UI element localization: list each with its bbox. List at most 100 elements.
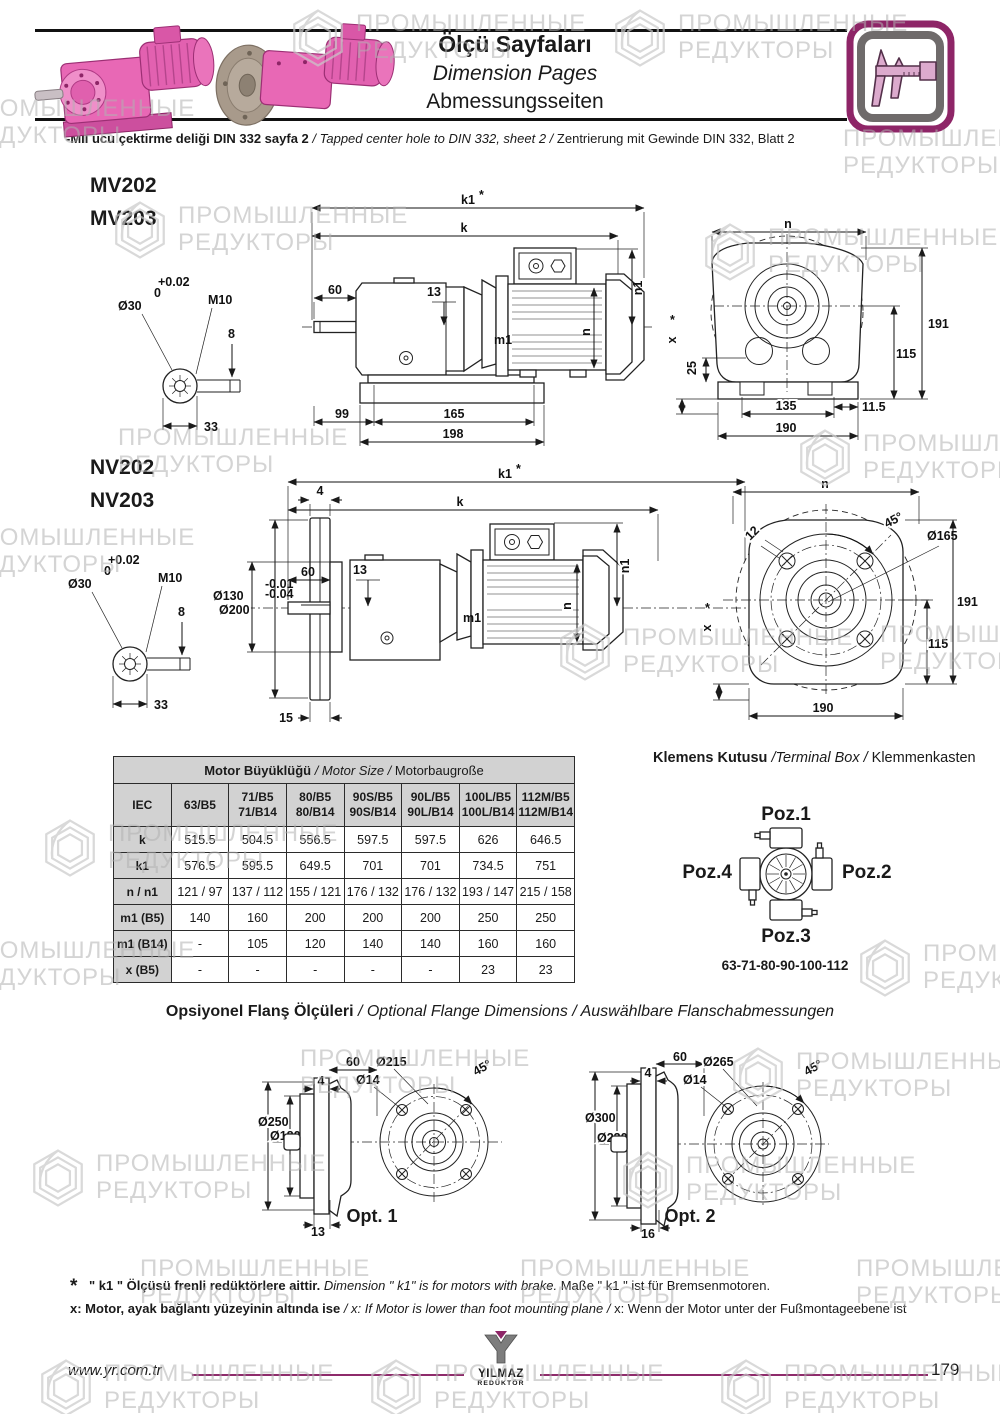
table-title-en: / Motor Size / bbox=[311, 762, 395, 778]
dim-label: 60 bbox=[301, 565, 315, 579]
din-note-en: / Tapped center hole to DIN 332, sheet 2… bbox=[312, 131, 554, 146]
terminal-box-sizes: 63-71-80-90-100-112 bbox=[721, 958, 849, 973]
nv-side-view-drawing: k1 * k Ø200 -0.01 -0.04 Ø130 4 60 13 m1 … bbox=[211, 462, 750, 725]
dim-label: 60 bbox=[346, 1055, 360, 1069]
cell: 597.5 bbox=[401, 826, 460, 853]
dim-label: 8 bbox=[228, 327, 235, 341]
dim-label-n: n bbox=[560, 602, 574, 610]
cell: 176 / 132 bbox=[343, 878, 403, 905]
footer-rule-right bbox=[540, 1374, 928, 1376]
hexagon-watermark-icon bbox=[716, 1358, 776, 1414]
dim-label: 190 bbox=[776, 421, 797, 435]
row-label: x (B5) bbox=[113, 956, 172, 983]
poz4-label: Poz.4 bbox=[682, 862, 732, 883]
dim-label: 165 bbox=[444, 407, 465, 421]
dim-label: 0 bbox=[154, 286, 161, 300]
dim-label: Ø30 bbox=[118, 299, 142, 313]
row-label: k1 bbox=[113, 852, 172, 879]
dim-label: +0.02 bbox=[158, 275, 190, 289]
asterisk: * bbox=[70, 1276, 78, 1297]
cell: 626 bbox=[458, 826, 518, 853]
dim-label: 60 bbox=[673, 1050, 687, 1064]
dim-label: 191 bbox=[928, 317, 949, 331]
cell: 160 bbox=[516, 930, 575, 957]
terminal-box-heading: Klemens Kutusu /Terminal Box / Klemmenka… bbox=[653, 750, 976, 766]
cell: - bbox=[343, 956, 403, 983]
cell: 160 bbox=[458, 930, 518, 957]
dim-label-star: * bbox=[705, 601, 710, 615]
cell: 140 bbox=[170, 904, 230, 931]
table-title-tr: Motor Büyüklüğü bbox=[204, 762, 312, 778]
dim-label: 4 bbox=[317, 484, 324, 498]
model-nv203: NV203 bbox=[90, 488, 155, 512]
footnote-k1-en: Dimension " k1" is for motors with brake… bbox=[323, 1278, 558, 1293]
dim-label-k1: k1 bbox=[461, 193, 475, 207]
dim-label: Ø265 bbox=[703, 1055, 734, 1069]
dim-label: Ø250 bbox=[258, 1115, 289, 1129]
dim-label: 25 bbox=[685, 361, 699, 375]
dim-label: 33 bbox=[204, 420, 218, 434]
dim-label: 135 bbox=[776, 399, 797, 413]
dim-label: Ø200 bbox=[219, 603, 250, 617]
cell: - bbox=[170, 930, 230, 957]
dim-label: Ø14 bbox=[356, 1073, 380, 1087]
cell: 751 bbox=[516, 852, 575, 879]
dim-label: 13 bbox=[353, 563, 367, 577]
nv-end-view-drawing: n 45° 12 Ø165 x * 191 115 190 bbox=[700, 477, 980, 720]
dim-label-k: k bbox=[461, 221, 468, 235]
dim-label: 16 bbox=[641, 1227, 655, 1241]
yilmaz-logo-icon bbox=[484, 1331, 518, 1364]
page-number: 179 bbox=[931, 1360, 960, 1379]
cell: 155 / 121 bbox=[285, 878, 345, 905]
terminal-box-diagram bbox=[739, 827, 833, 921]
dim-label: Ø30 bbox=[68, 577, 92, 591]
dim-label: M10 bbox=[208, 293, 232, 307]
dim-label: 191 bbox=[957, 595, 978, 609]
poz2-label: Poz.2 bbox=[842, 862, 892, 883]
table-row: x (B5) -- -- -23 23 bbox=[113, 956, 575, 983]
motor-size-table: Motor Büyüklüğü / Motor Size / Motorbaug… bbox=[113, 756, 575, 983]
footnote-k1: * " k1 " Ölçüsü frenli redüktörlere aitt… bbox=[70, 1276, 770, 1298]
mv-model-heading: MV202 MV203 bbox=[90, 170, 157, 235]
page-title-de: Abmessungsseiten bbox=[426, 90, 604, 113]
opt1-label: Opt. 1 bbox=[346, 1206, 398, 1226]
hexagon-watermark-icon bbox=[40, 818, 100, 878]
dim-label: Ø130 bbox=[213, 589, 244, 603]
cell: 137 / 112 bbox=[228, 878, 287, 905]
cell: 105 bbox=[228, 930, 287, 957]
dim-label: +0.02 bbox=[108, 553, 140, 567]
cell: 160 bbox=[228, 904, 287, 931]
hexagon-watermark-icon bbox=[366, 1358, 426, 1414]
row-label: m1 (B14) bbox=[113, 930, 172, 957]
dim-label-n: n bbox=[784, 217, 792, 231]
hexagon-watermark-icon bbox=[28, 1148, 88, 1208]
cell: 701 bbox=[343, 852, 403, 879]
dim-label: 115 bbox=[896, 347, 916, 361]
dim-label-m1: m1 bbox=[463, 611, 481, 625]
cell: 595.5 bbox=[228, 852, 287, 879]
dim-label: 60 bbox=[328, 283, 342, 297]
model-mv202: MV202 bbox=[90, 174, 157, 197]
cell: - bbox=[228, 956, 287, 983]
table-title-de: Motorbaugroße bbox=[394, 762, 484, 778]
dim-label: M10 bbox=[158, 571, 182, 585]
cell: 23 bbox=[516, 956, 575, 983]
dim-label: Ø14 bbox=[683, 1073, 707, 1087]
footnote-x: x: Motor, ayak bağlantı yüzeyinin altınd… bbox=[70, 1301, 907, 1316]
dim-label-k1: k1 bbox=[498, 467, 512, 481]
footnote-x-tr: x: Motor, ayak bağlantı yüzeyinin altınd… bbox=[70, 1301, 341, 1316]
dim-label: 11.5 bbox=[862, 400, 886, 414]
cell: 140 bbox=[401, 930, 460, 957]
dim-label: 13 bbox=[427, 285, 441, 299]
cell: - bbox=[401, 956, 460, 983]
din-note: -Mil ucu çektirme deliği DIN 332 sayfa 2… bbox=[66, 131, 795, 146]
header-bottom-rule bbox=[35, 118, 847, 121]
dim-label-n1: n1 bbox=[631, 281, 645, 296]
dim-label: 4 bbox=[318, 1074, 325, 1088]
nv-shaft-detail-drawing: +0.02 0 Ø30 M10 8 33 bbox=[68, 553, 191, 712]
